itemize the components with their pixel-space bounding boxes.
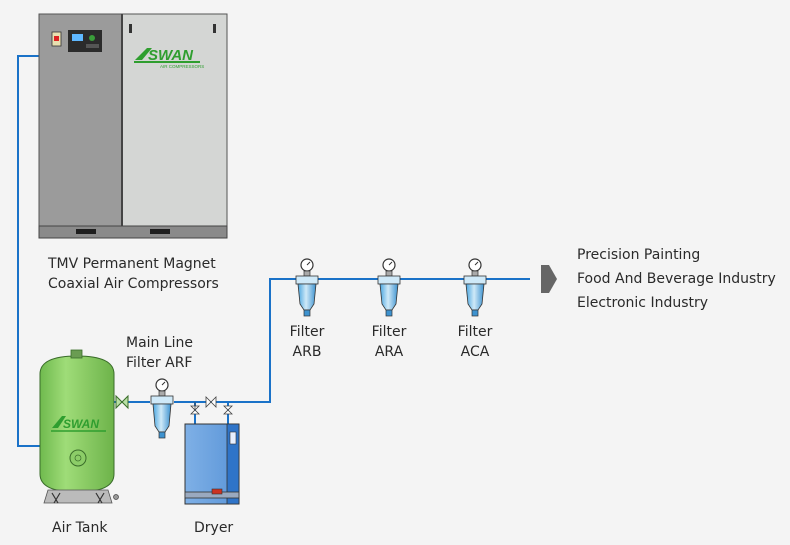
- filter-ara-label-line1: Filter: [371, 324, 407, 340]
- compressor-foot-right: [150, 229, 170, 234]
- filter-aca-label-line2: ACA: [460, 344, 490, 360]
- main-filter-label: Main Line Filter ARF: [126, 333, 193, 373]
- main-line-filter: [150, 378, 174, 439]
- compressor-label-line1: TMV Permanent Magnet: [48, 256, 216, 272]
- filter-arb: [295, 258, 319, 317]
- control-panel: [51, 30, 102, 52]
- filter-aca: [463, 258, 487, 317]
- tank-inspection-port: [69, 449, 87, 467]
- dryer-unit: [184, 396, 240, 505]
- tank-body: [39, 355, 115, 493]
- main-filter-label-line1: Main Line: [126, 335, 194, 351]
- filter-aca-label-line1: Filter: [457, 324, 493, 340]
- air-tank-label: Air Tank: [52, 520, 108, 536]
- filter-arb-label: Filter ARB: [282, 322, 332, 362]
- compressor-base: [38, 225, 228, 239]
- tank-swan-logo: SWAN: [51, 416, 106, 432]
- compressor-brand: SWAN: [148, 47, 194, 64]
- compressor-brand-sub: AIR COMPRESSORS: [160, 64, 204, 69]
- compressor-cabinet-right: [121, 13, 228, 229]
- door-handle-left: [129, 24, 132, 33]
- filter-aca-label: Filter ACA: [450, 322, 500, 362]
- tank-brand: SWAN: [63, 417, 99, 431]
- filter-ara-label: Filter ARA: [364, 322, 414, 362]
- output-arrow-icon: [541, 265, 557, 293]
- filter-arb-label-line1: Filter: [289, 324, 325, 340]
- door-handle-right: [213, 24, 216, 33]
- compressor-foot-left: [76, 229, 96, 234]
- swan-logo: SWAN AIR COMPRESSORS: [134, 47, 204, 69]
- filter-ara: [377, 258, 401, 317]
- compressor-label-line2: Coaxial Air Compressors: [48, 276, 219, 292]
- compressor-label: TMV Permanent Magnet Coaxial Air Compres…: [48, 254, 219, 294]
- air-tank-unit: SWAN: [39, 349, 129, 504]
- dryer-label: Dryer: [194, 520, 234, 536]
- filter-arb-label-line2: ARB: [292, 344, 322, 360]
- compressor-unit: SWAN AIR COMPRESSORS: [38, 13, 228, 239]
- main-filter-label-line2: Filter ARF: [126, 355, 193, 371]
- dryer-valve-bypass: [205, 396, 217, 408]
- filter-ara-label-line2: ARA: [374, 344, 404, 360]
- tank-legs: [43, 489, 113, 504]
- application-item: Food And Beverage Industry: [577, 271, 776, 287]
- application-item: Precision Painting: [577, 247, 701, 263]
- dryer-valve-outlet: [223, 402, 233, 424]
- tank-top-valve: [70, 349, 83, 359]
- application-item: Electronic Industry: [577, 295, 709, 311]
- applications-list: Precision Painting Food And Beverage Ind…: [577, 243, 776, 315]
- dryer-valve-inlet: [190, 402, 200, 424]
- pipe-compressor-to-tank: [17, 55, 42, 447]
- tank-outlet-valve: [115, 394, 129, 410]
